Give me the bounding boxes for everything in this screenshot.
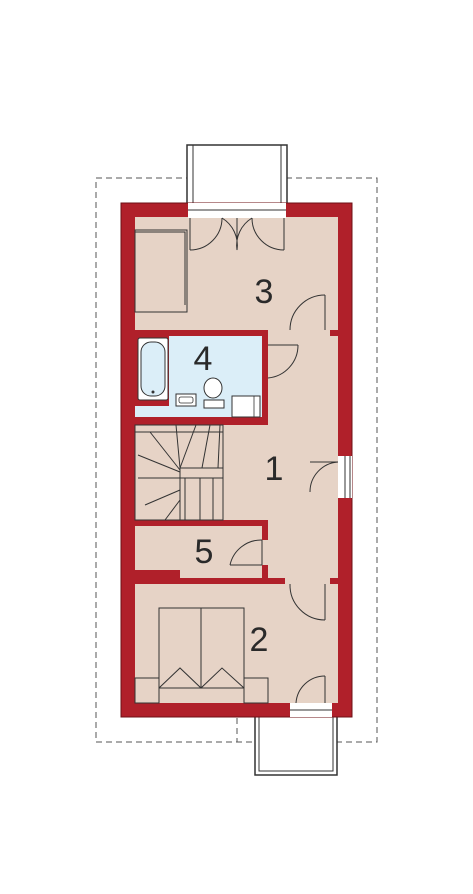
room-label-3: 3 xyxy=(255,273,274,311)
wall-room5-right xyxy=(262,520,268,540)
wall-stair-bottom xyxy=(135,520,265,526)
room-label-5: 5 xyxy=(195,533,214,571)
room-label-1: 1 xyxy=(265,450,284,488)
balcony-bottom xyxy=(254,711,338,776)
washing-machine xyxy=(231,395,261,418)
bed-room2 xyxy=(134,607,269,704)
wall-room5-bottom xyxy=(135,578,285,584)
wall-room3-bath xyxy=(135,330,265,336)
balcony-top xyxy=(186,144,288,208)
wall-bath-right xyxy=(262,330,268,425)
wall-room2-right xyxy=(330,578,338,584)
wall-bath-bottom xyxy=(135,417,265,425)
room-label-2: 2 xyxy=(250,621,269,659)
wall-room3-right xyxy=(330,330,338,336)
bed-room3 xyxy=(134,229,188,313)
staircase xyxy=(134,424,224,521)
room-label-4: 4 xyxy=(194,340,213,378)
toilet xyxy=(203,377,223,399)
doors xyxy=(189,217,339,704)
